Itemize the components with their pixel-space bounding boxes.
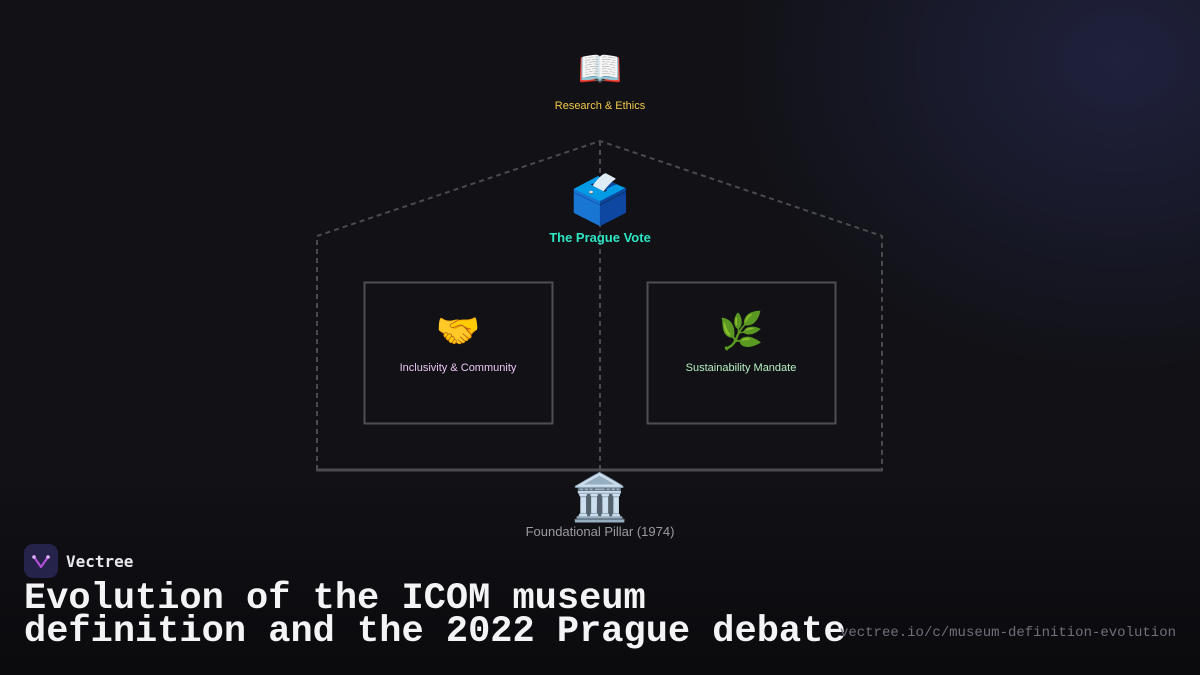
page-title: Evolution of the ICOM museum definition … [24,578,846,653]
ballot-box-icon: 🗳️ [570,172,630,228]
open-book-icon: 📖 [577,49,623,90]
vectree-logo-icon [24,544,58,578]
prague-vote-node: 🗳️ The Prague Vote [549,176,651,245]
research-ethics-node: 📖 Research & Ethics [554,49,646,113]
prague-vote-label: The Prague Vote [549,230,651,245]
inclusivity-box [363,281,554,425]
research-ethics-label: Research & Ethics [554,100,646,112]
source-url: vectree.io/c/museum-definition-evolution [839,625,1176,641]
herb-leaf-icon: 🌿 [718,311,764,352]
inclusivity-node: 🤝 Inclusivity & Community [399,311,517,375]
foundation-node: 🏛️ Foundational Pillar (1974) [526,474,675,539]
handshake-icon: 🤝 [435,311,481,352]
sustainability-box [646,281,837,425]
inclusivity-label: Inclusivity & Community [399,362,517,374]
vectree-logo-mark [32,555,50,569]
sustainability-node: 🌿 Sustainability Mandate [685,311,797,375]
classical-building-icon: 🏛️ [571,470,629,524]
brand: Vectree [24,544,133,578]
foundation-label: Foundational Pillar (1974) [525,524,675,539]
sustainability-label: Sustainability Mandate [685,362,797,374]
brand-name: Vectree [66,551,134,571]
